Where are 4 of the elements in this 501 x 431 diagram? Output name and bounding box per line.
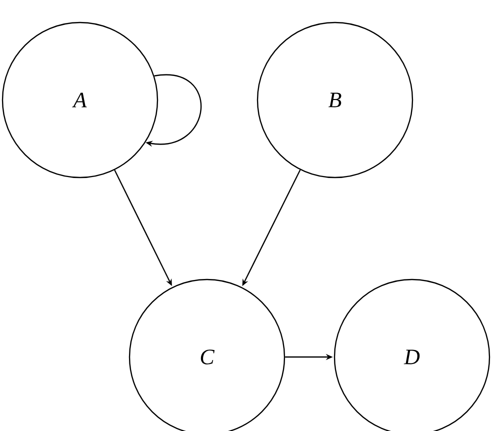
graph-node: D: [334, 278, 490, 431]
graph-node: A: [2, 22, 158, 178]
graph-node: C: [128, 278, 286, 431]
graph-node: B: [256, 22, 414, 178]
